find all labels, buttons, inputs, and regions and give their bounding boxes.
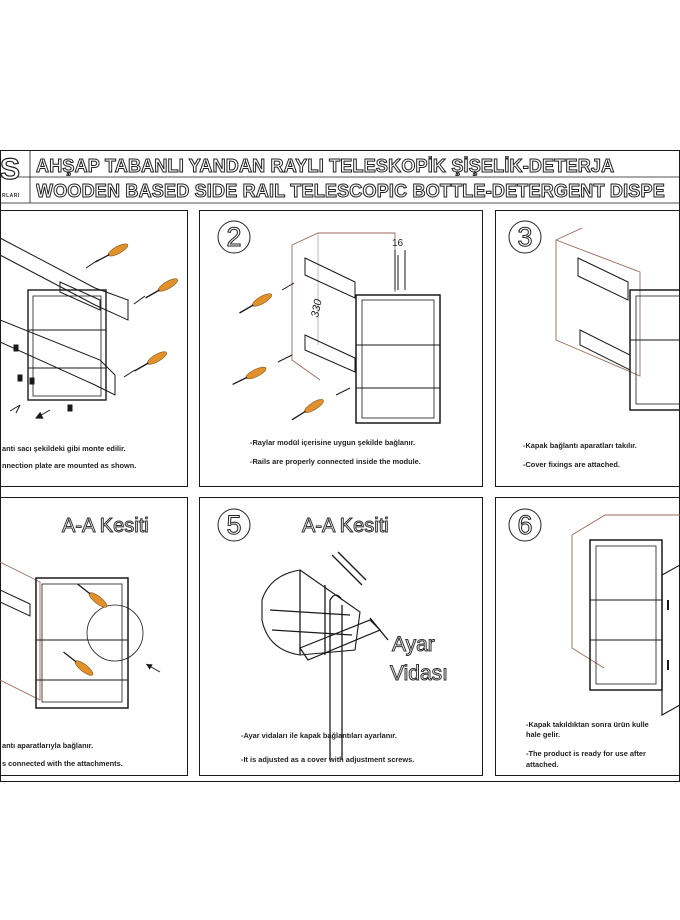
section-label-4: A-A Kesiti <box>62 515 150 538</box>
caption-4-tr: antı aparatlarıyla bağlanır. <box>2 741 94 750</box>
step-circle-3 <box>508 220 542 254</box>
panel-6-illustration <box>571 514 680 717</box>
callout-vidasi: Vidası <box>390 662 449 686</box>
step-circle-5 <box>217 508 251 542</box>
caption-6-tr-1: -Kapak takıldıktan sonra ürün kulle <box>526 720 649 729</box>
step-number-5: 5 <box>226 510 242 541</box>
logo-subtitle: RLARI <box>2 193 20 199</box>
panel-1-illustration <box>0 237 129 422</box>
step-number-3: 3 <box>517 222 533 253</box>
caption-3-en: -Cover fixings are attached. <box>523 460 620 469</box>
section-label-5: A-A Kesiti <box>302 515 390 538</box>
dimension-top: 16 <box>392 238 404 249</box>
caption-2-en: -Rails are properly connected inside the… <box>250 457 421 466</box>
title-english: WOODEN BASED SIDE RAIL TELESCOPIC BOTTLE… <box>36 181 665 201</box>
panel-3-illustration <box>555 227 680 411</box>
callout-ayar: Ayar <box>392 633 436 657</box>
caption-1-tr: anti sacı şekildeki gibi monte edilir. <box>2 444 126 453</box>
panel-frames <box>0 210 680 776</box>
panel-4-illustration <box>0 561 161 709</box>
panel-2-illustration <box>291 232 441 424</box>
caption-6-tr-2: hale gelir. <box>526 730 561 739</box>
caption-6-en-2: attached. <box>526 760 559 769</box>
step-number-6: 6 <box>517 510 533 541</box>
caption-6-en-1: -The product is ready for use after <box>526 749 646 758</box>
step-number-2: 2 <box>226 222 242 253</box>
logo: S <box>0 152 21 186</box>
step-circle-2 <box>217 220 251 254</box>
caption-1-en: nnection plate are mounted as shown. <box>2 461 137 470</box>
caption-2-tr: -Raylar modül içerisine uygun şekilde ba… <box>250 438 416 447</box>
dimension-side: 330 <box>309 297 325 318</box>
panel-5-illustration <box>261 551 389 760</box>
step-circle-6 <box>508 508 542 542</box>
caption-5-tr: -Ayar vidaları ile kapak bağlantıları ay… <box>241 731 397 740</box>
caption-5-en: -It is adjusted as a cover with adjustme… <box>241 755 415 764</box>
caption-3-tr: -Kapak bağlantı aparatları takılır. <box>523 441 637 450</box>
caption-4-en: s connected with the attachments. <box>2 759 123 768</box>
title-turkish: AHŞAP TABANLI YANDAN RAYLI TELESKOPİK Şİ… <box>36 156 615 176</box>
